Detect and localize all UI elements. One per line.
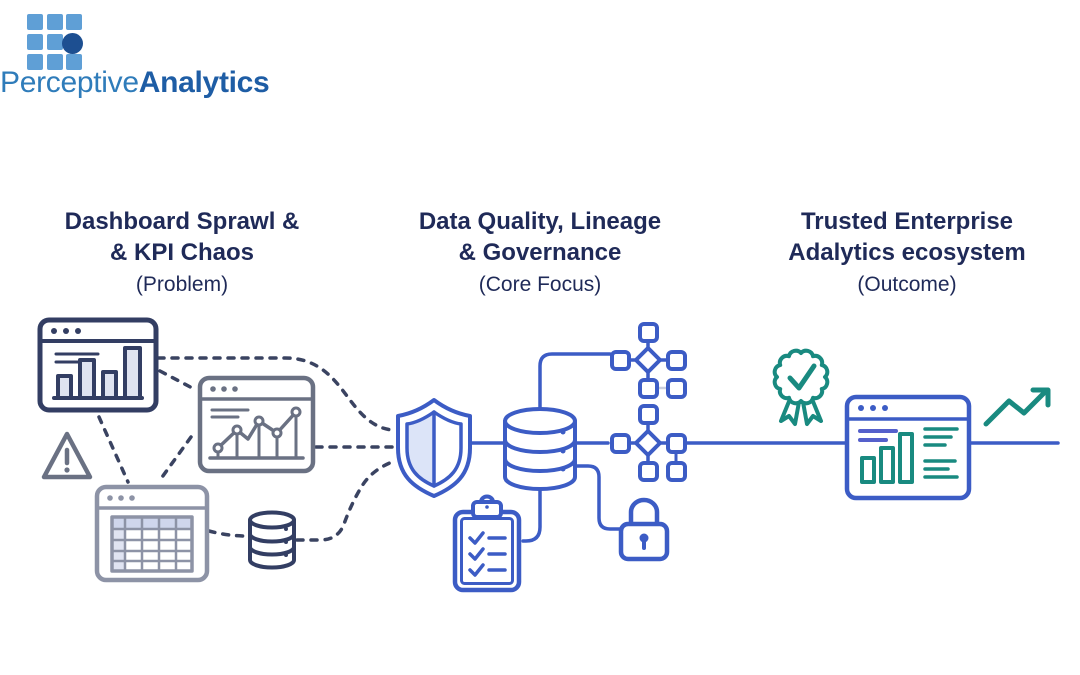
heading-core-line1: Data Quality, Lineage: [418, 208, 662, 235]
line-chart-window-icon: [197, 375, 316, 474]
logo-dot: [62, 33, 83, 54]
heading-outcome: Trusted Enterprise Adalytics ecosystem (…: [752, 206, 1062, 301]
dashed-connectors: [97, 356, 394, 542]
heading-problem-line2: & KPI Chaos: [109, 239, 255, 266]
lock-icon: [618, 497, 670, 562]
heading-outcome-subtitle: (Outcome): [857, 273, 957, 296]
award-ribbon-icon: [772, 348, 830, 426]
heading-problem-line1: Dashboard Sprawl &: [64, 208, 300, 235]
checklist-clipboard-icon: [452, 494, 522, 593]
brand-name: PerceptiveAnalytics: [0, 66, 270, 100]
warning-triangle-icon: [41, 431, 93, 480]
brand-name-bold: Analytics: [138, 66, 270, 99]
shield-icon: [396, 398, 472, 498]
heading-problem: Dashboard Sprawl & & KPI Chaos (Problem): [27, 206, 337, 301]
growth-arrow-icon: [983, 387, 1051, 427]
heading-core-line2: & Governance: [458, 239, 622, 266]
solid-connectors: [470, 352, 1060, 543]
lineage-graph-middle-icon: [610, 404, 687, 482]
database-icon: [503, 407, 577, 491]
heading-core-focus: Data Quality, Lineage & Governance (Core…: [385, 206, 695, 301]
dashboard-window-icon: [844, 394, 972, 501]
lineage-graph-top-icon: [610, 322, 687, 399]
bar-chart-window-icon: [37, 317, 159, 413]
small-database-icon: [248, 510, 296, 570]
data-table-window-icon: [94, 484, 210, 583]
heading-outcome-line2: Adalytics ecosystem: [788, 239, 1026, 266]
brand-name-light: Perceptive: [0, 66, 139, 99]
heading-core-subtitle: (Core Focus): [478, 273, 602, 296]
heading-problem-subtitle: (Problem): [135, 273, 229, 296]
heading-outcome-line1: Trusted Enterprise: [800, 208, 1014, 235]
